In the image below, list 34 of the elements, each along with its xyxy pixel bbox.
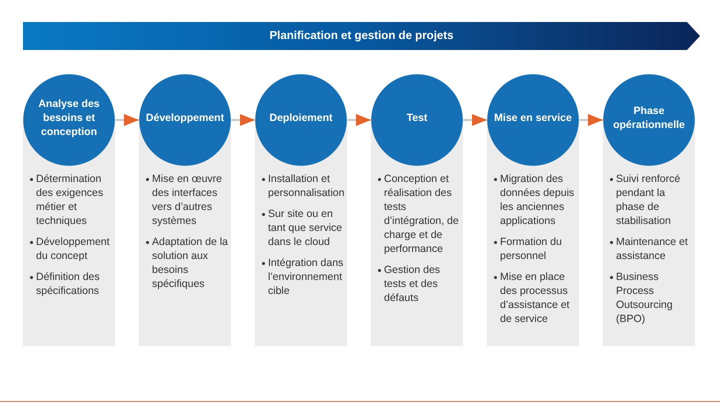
bullet-text: Mise en œuvre des interfaces vers d’autres systèmes xyxy=(152,172,224,228)
bullet-text: Sur site ou en tant que service dans le cloud xyxy=(268,207,344,249)
bullet-text: Maintenance et assistance xyxy=(616,235,689,263)
phase-title: Phase opérationnelle xyxy=(612,104,686,132)
arrow xyxy=(231,114,255,126)
arrow xyxy=(579,114,603,126)
phase-title: Mise en service xyxy=(493,111,573,125)
bullet-text: Gestion des tests et des défauts xyxy=(384,263,442,305)
phase-title: Développement xyxy=(144,111,226,125)
banner-title: Planification et gestion de projets xyxy=(269,28,454,44)
bullet-text: Conception et réalisation des tests d’intégration, de charge et de performance xyxy=(384,172,460,256)
bullet-text: Développement du concept xyxy=(36,235,111,263)
phase-panel xyxy=(487,166,579,346)
bullet-text: Détermination des exigences métier et techniques xyxy=(36,172,104,228)
arrow xyxy=(463,114,487,126)
phase-panel xyxy=(603,166,695,346)
phase-title: Deploiement xyxy=(268,111,334,125)
bullet-text: Business Process Outsourcing (BPO) xyxy=(616,270,674,326)
phase-title: Analyse des besoins et conception xyxy=(37,97,101,139)
bullet-text: Intégration dans l’environnement cible xyxy=(268,256,344,298)
bullet-text: Migration des données depuis les anciennes applications xyxy=(500,172,576,228)
arrow xyxy=(347,114,371,126)
bullet-text: Définition des spécifications xyxy=(36,270,101,298)
bullet-text: Installation et personnalisation xyxy=(268,172,345,200)
bullet-text: Adaptation de la solution aux besoins spécifiques xyxy=(152,235,229,291)
phase-panel xyxy=(139,166,231,346)
phase-title: Test xyxy=(406,111,428,125)
phase-panel xyxy=(371,166,463,346)
bullet-text: Suivi renforcé pendant la phase de stabilisation xyxy=(616,172,682,228)
phase-panel xyxy=(23,166,115,346)
bullet-text: Formation du personnel xyxy=(500,235,563,263)
bullet-text: Mise en place des processus d’assistance et de service xyxy=(500,270,570,326)
arrow xyxy=(115,114,139,126)
phase-panel xyxy=(255,166,347,346)
